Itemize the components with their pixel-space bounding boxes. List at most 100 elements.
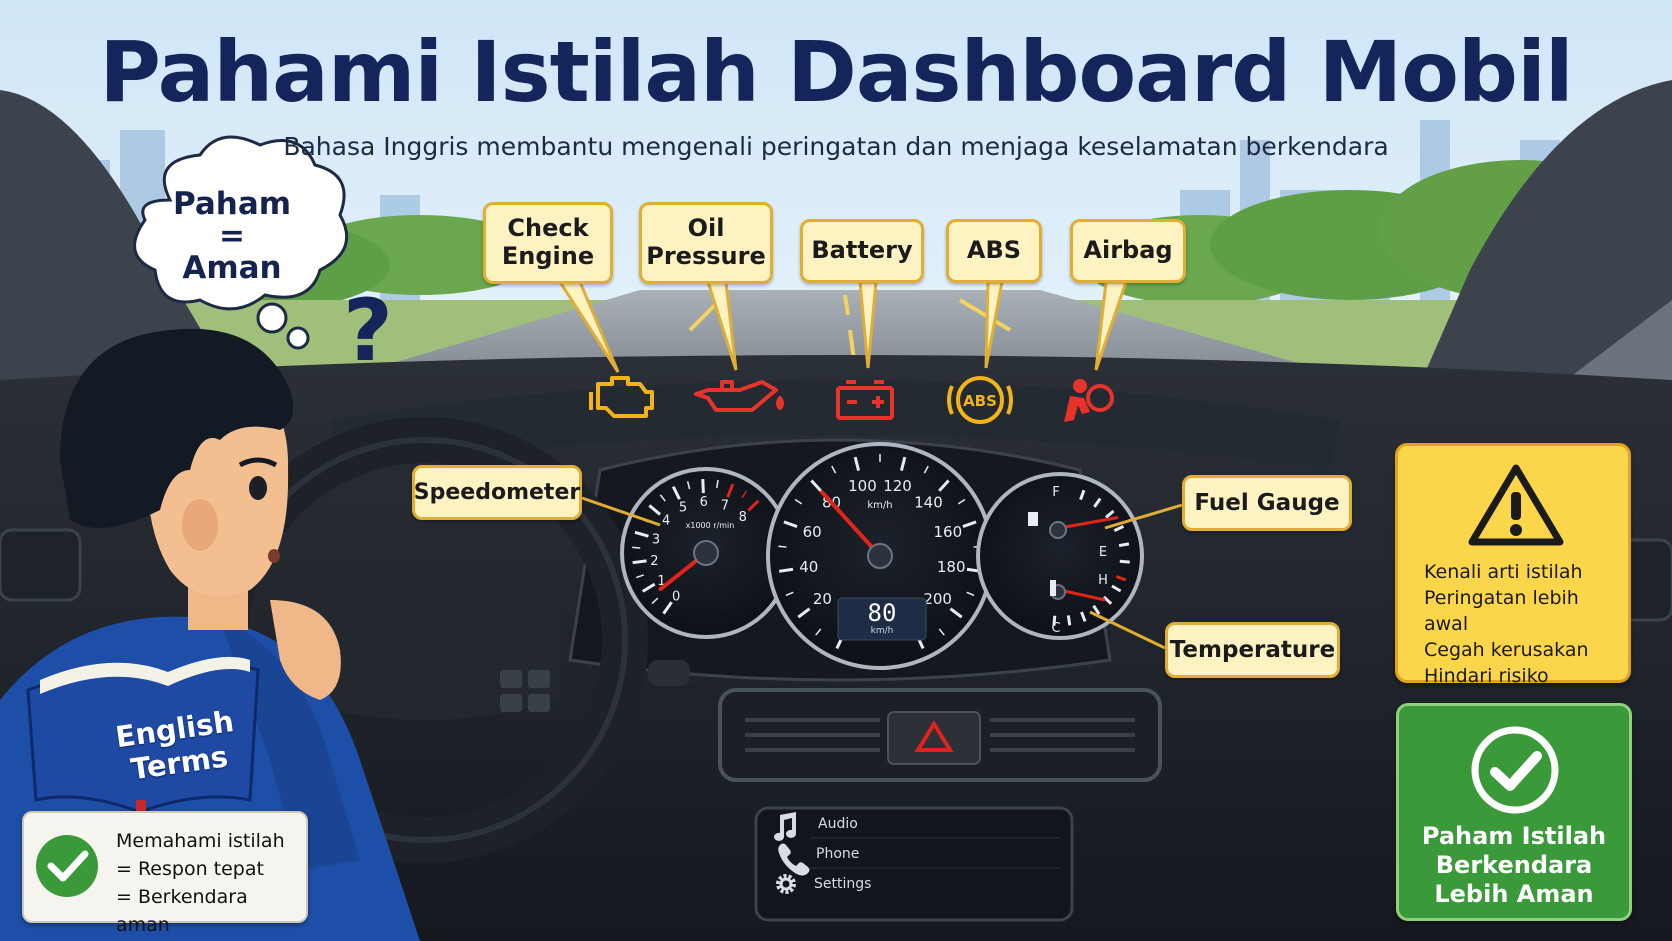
music-note-icon (774, 812, 796, 841)
digital-speed-value: 80 (867, 599, 897, 627)
gauge-tick (957, 498, 966, 505)
callout-fuel-gauge: Fuel Gauge (1182, 475, 1352, 531)
right-a-pillar (1400, 80, 1672, 430)
callout-oil-pressure: Oil Pressure (639, 202, 773, 284)
gauge-tick (716, 479, 719, 489)
callout-temperature: Temperature (1165, 622, 1340, 678)
callout-label: Battery (811, 236, 913, 265)
gauge-face (976, 472, 1144, 640)
gauge-tick-label: 1 (657, 574, 665, 589)
gauge-tick-label: 140 (914, 494, 943, 512)
gauge-tick (1052, 615, 1057, 626)
gauge-tick (810, 479, 822, 492)
gauge-tick (778, 545, 787, 548)
callout-label: ABS (966, 236, 1022, 265)
menu-item-settings[interactable]: Settings (814, 876, 872, 892)
phone-icon (778, 843, 810, 876)
gauge-tick (701, 479, 705, 494)
gauge-needle (820, 490, 882, 558)
gauge-tick (635, 574, 644, 579)
gauge-tick-label: 160 (934, 523, 963, 541)
warning-box-text: Kenali arti istilah Peringatan lebih awa… (1424, 561, 1589, 687)
fuel-needle (1059, 516, 1119, 530)
gauge-tick-label: 180 (937, 558, 966, 576)
gauge-tick (741, 490, 748, 499)
gauge-tick (778, 567, 794, 573)
gauge-tick (1092, 604, 1101, 615)
gauge-tick-label: 8 (739, 510, 747, 525)
left-note-text: Memahami istilah = Respon tepat = Berken… (116, 830, 285, 936)
success-info-box: Paham Istilah Berkendara Lebih Aman (1396, 703, 1632, 921)
gauge-tick (648, 504, 662, 516)
vent-slats (745, 718, 1135, 752)
gauge-tick (651, 597, 659, 605)
gauge-tick-label: 20 (813, 590, 832, 608)
check-engine-icon (589, 376, 654, 418)
page-title: Pahami Istilah Dashboard Mobil (99, 23, 1573, 121)
digital-display-frame (837, 597, 927, 641)
gauge-tick (962, 520, 977, 528)
oil-can-icon (694, 380, 784, 412)
abs-icon: ABS (947, 376, 1013, 424)
hazard-icon (914, 720, 954, 752)
gauge-tick-label: F (1052, 485, 1059, 500)
gauge-tick (747, 499, 760, 512)
gauge-tick (923, 465, 929, 474)
gauge-tick-label: 7 (721, 499, 729, 514)
steering-buttons[interactable] (500, 670, 550, 712)
gauge-tick-label: 3 (652, 532, 660, 547)
gauge-tick (1113, 525, 1125, 533)
left-vent (0, 528, 82, 602)
gauge-tick (815, 628, 822, 636)
gauge-tick (853, 456, 861, 472)
gauge-tick-label: 120 (883, 477, 912, 495)
gauge-tick-label: 0 (672, 590, 680, 605)
gauge-tick-label: E (1099, 545, 1107, 560)
gauge-tick-label: 2 (650, 554, 658, 569)
gauge-tick-label: 60 (803, 523, 822, 541)
gauge-tick (1079, 489, 1086, 501)
callout-check-engine: Check Engine (483, 202, 613, 284)
gauge-tick (797, 607, 811, 619)
warning-info-box: Kenali arti istilah Peringatan lebih awa… (1395, 443, 1631, 687)
menu-item-phone[interactable]: Phone (816, 846, 860, 862)
gauge-tick (1119, 559, 1130, 564)
thought-bubble (133, 135, 349, 350)
temp-needle (1059, 588, 1106, 602)
gauge-tick (686, 481, 691, 490)
callout-airbag: Airbag (1070, 219, 1186, 283)
gauge-tick (1093, 497, 1102, 508)
gauge-hub (693, 540, 719, 566)
airbag-icon (1064, 379, 1114, 422)
gauge-tick (938, 479, 950, 492)
gauge-tick-label: 200 (923, 590, 952, 608)
gauge-tick (1104, 509, 1115, 519)
gauge-tick-label: 4 (662, 514, 670, 529)
fuel-pump-icon (1028, 512, 1038, 526)
gauge-tick (634, 530, 649, 538)
gauge-tick (641, 582, 656, 593)
digital-speed-readout: 80 km/h (838, 600, 926, 640)
gauge-tick (659, 494, 666, 502)
gauge-tick (1102, 595, 1113, 605)
gauge-hub (867, 543, 893, 569)
success-box-text: Paham Istilah Berkendara Lebih Aman (1421, 822, 1607, 908)
gauge-tick (1118, 542, 1130, 548)
gauge-tick (671, 485, 681, 500)
hazard-button[interactable] (887, 711, 981, 765)
road-markings (688, 294, 1012, 361)
callout-abs: ABS (946, 219, 1042, 283)
check-circle-icon (36, 835, 98, 897)
gear-icon (776, 874, 796, 894)
infotainment-screen (754, 806, 1074, 922)
gauge-tick (938, 628, 945, 636)
gauge-tick (1115, 575, 1127, 582)
callout-label: Speedometer (413, 479, 581, 505)
page-subtitle: Bahasa Inggris membantu mengenali pering… (283, 132, 1389, 161)
gauge-tick (632, 546, 641, 549)
gauge-tick (783, 520, 798, 528)
thermometer-icon (1050, 580, 1056, 596)
menu-item-audio[interactable]: Audio (818, 816, 858, 832)
